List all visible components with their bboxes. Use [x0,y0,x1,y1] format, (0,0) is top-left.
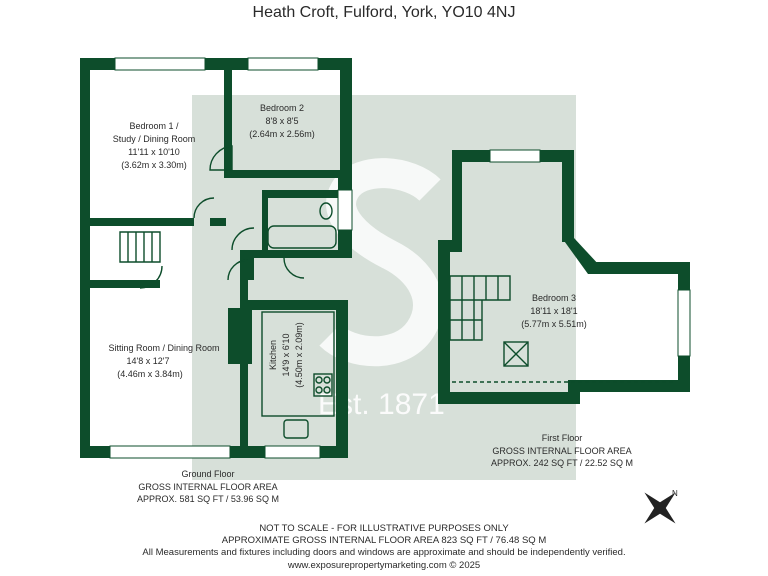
stairs-first [449,275,511,341]
hob-ring-3 [315,386,323,394]
bedroom2-metric: (2.64m x 2.56m) [249,129,315,139]
hob [313,373,333,397]
sitting-metric: (4.46m x 3.84m) [117,369,183,379]
bedroom3-name: Bedroom 3 [532,293,576,303]
bedroom1-metric: (3.62m x 3.30m) [121,160,187,170]
hob-ring-2 [323,376,331,384]
watermark-s-logo [319,158,443,367]
hob-ring-4 [323,386,331,394]
first-floor-name: First Floor [542,433,583,443]
bedroom3-imperial: 18'11 x 18'1 [530,306,577,316]
footer-line-4: www.exposurepropertymarketing.com © 2025 [287,559,481,571]
first-floor-walls [438,150,690,404]
kitchen-imperial: 14'9 x 6'10 [281,334,291,377]
roof-window [503,341,529,367]
bedroom2-name: Bedroom 2 [260,103,304,113]
bedroom1-imperial: 11'11 x 10'10 [128,147,180,157]
room-labels: Bedroom 1 / Study / Dining Room 11'11 x … [108,103,586,379]
bedroom3-metric: (5.77m x 5.51m) [521,319,587,329]
ground-floor-area: APPROX. 581 SQ FT / 53.96 SQ M [137,494,279,504]
stairs-ground [119,231,161,263]
bathtub [267,225,337,249]
chimney-breast [228,308,252,364]
first-floor-fixtures [449,275,676,383]
page-title: Heath Croft, Fulford, York, YO10 4NJ [252,4,516,21]
door-swing-kitchen [227,259,249,281]
door-swing-hall [283,257,305,279]
compass-cross [644,492,676,524]
ground-floor-label: GROSS INTERNAL FLOOR AREA [138,482,277,492]
first-floor-label: GROSS INTERNAL FLOOR AREA [492,446,631,456]
door-swing-sitting [139,265,163,289]
roof-window-cross [503,341,529,367]
footer: NOT TO SCALE - FOR ILLUSTRATIVE PURPOSES… [0,523,768,572]
footer-line-1: NOT TO SCALE - FOR ILLUSTRATIVE PURPOSES… [259,523,509,534]
kitchen-name: Kitchen [268,340,278,370]
bedroom1-name-2: Study / Dining Room [113,134,196,144]
toilet [319,202,333,220]
kitchen-label: Kitchen 14'9 x 6'10 (4.50m x 2.09m) [268,322,304,388]
ground-floor-name: Ground Floor [181,469,234,479]
bedroom1-name: Bedroom 1 / [129,121,179,131]
ground-floor-windows [109,57,353,459]
bedroom2-imperial: 8'8 x 8'5 [266,116,299,126]
first-floor-windows [489,149,691,357]
sitting-name: Sitting Room / Dining Room [108,343,219,353]
sitting-imperial: 14'8 x 12'7 [127,356,170,366]
floor-captions: Ground Floor GROSS INTERNAL FLOOR AREA A… [137,433,633,504]
ground-floor-fixtures [119,145,337,439]
sink [283,419,309,439]
compass-north-label: N [672,489,678,498]
compass [644,492,676,524]
kitchen-metric: (4.50m x 2.09m) [294,322,304,388]
kitchen-counter [261,311,335,417]
door-swing-bedroom2 [209,145,233,171]
door-swing-bedroom1 [193,197,215,219]
footer-line-3: All Measurements and fixtures including … [142,547,626,559]
door-swing-bathroom [231,227,255,251]
footer-line-2: APPROXIMATE GROSS INTERNAL FLOOR AREA 82… [221,535,547,547]
hob-ring-1 [315,376,323,384]
first-floor-area: APPROX. 242 SQ FT / 22.52 SQ M [491,458,633,468]
